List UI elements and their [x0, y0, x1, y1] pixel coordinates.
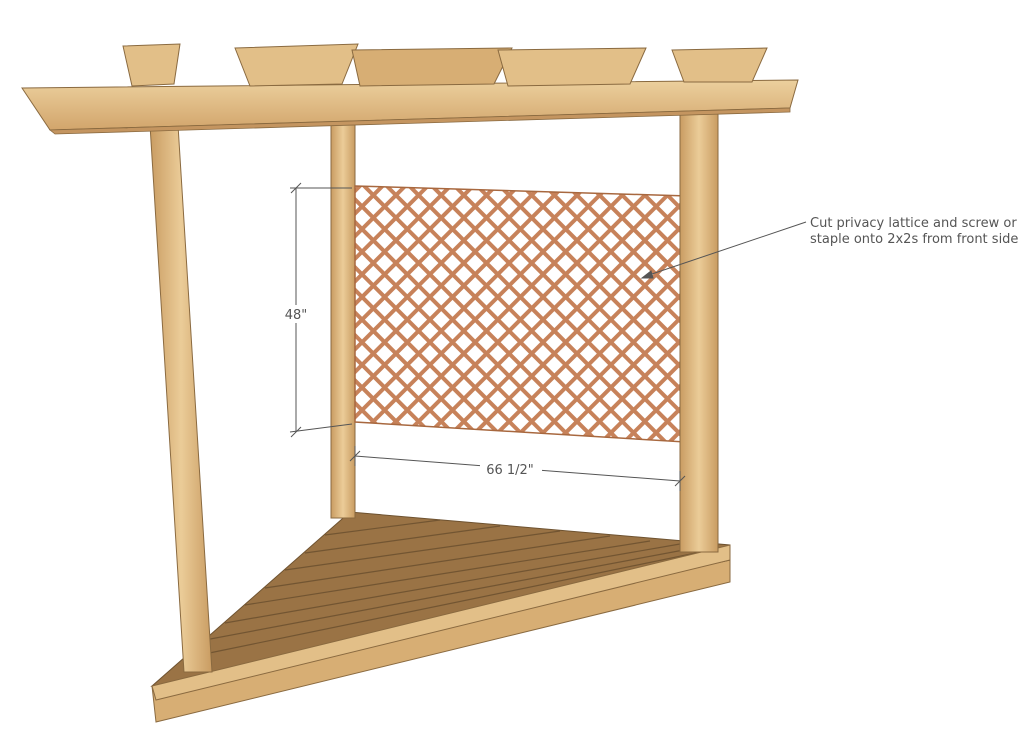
deck-front-trim [151, 544, 731, 701]
post-back-left [330, 121, 356, 519]
top-beam [21, 79, 799, 135]
slat-3 [351, 47, 513, 87]
slat-2 [234, 43, 359, 87]
callout-note: Cut privacy lattice and screw or staple … [810, 216, 1019, 247]
width-dimension-label: 66 1/2" [486, 463, 534, 478]
post-front-left [149, 124, 213, 673]
post-right [679, 113, 719, 553]
callout-leader [640, 221, 807, 279]
top-slats [122, 43, 768, 87]
deck-boards [184, 519, 721, 659]
slat-1 [122, 43, 181, 87]
height-dimension-label: 48" [285, 308, 308, 323]
slat-4 [497, 47, 647, 87]
slat-5 [671, 47, 768, 83]
deck-platform [150, 511, 731, 723]
privacy-lattice-panel [354, 185, 689, 443]
